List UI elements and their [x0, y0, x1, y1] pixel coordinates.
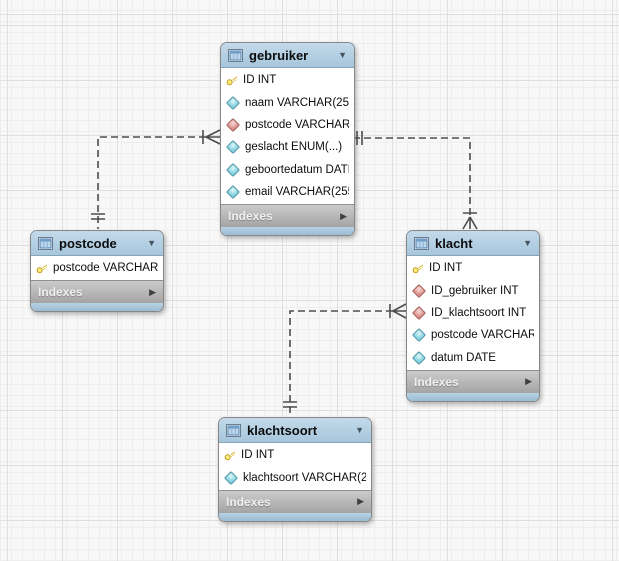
- column-label: ID INT: [243, 74, 277, 87]
- column-label: datum DATE: [431, 351, 496, 364]
- column-row[interactable]: ID_klachtsoort INT: [407, 302, 539, 324]
- fk-icon: [411, 283, 426, 298]
- collapse-arrow-icon[interactable]: ▼: [523, 237, 532, 248]
- key-icon: [410, 261, 425, 276]
- collapse-arrow-icon[interactable]: ▼: [147, 237, 156, 248]
- column-icon: [225, 95, 240, 110]
- crow-foot-many-icon: [202, 129, 221, 145]
- relationship-postcode-gebruiker[interactable]: [91, 129, 221, 229]
- key-icon: [224, 73, 239, 88]
- table-header[interactable]: gebruiker ▼: [221, 43, 354, 68]
- table-icon: [226, 423, 241, 437]
- cardinality-one-icon: [356, 131, 363, 145]
- expand-arrow-icon: ▶: [149, 286, 156, 297]
- column-row[interactable]: ID INT: [407, 257, 539, 279]
- column-row[interactable]: ID INT: [219, 444, 371, 466]
- table-bottom-strip: [221, 227, 354, 236]
- column-row[interactable]: postcode VARCHAR(1...: [407, 324, 539, 346]
- table-bottom-strip: [407, 392, 539, 401]
- indexes-footer[interactable]: Indexes ▶: [221, 204, 354, 228]
- column-label: ID INT: [429, 262, 463, 275]
- table-columns: ID INT naam VARCHAR(255) postcode VARCHA…: [221, 68, 354, 205]
- indexes-footer[interactable]: Indexes ▶: [219, 489, 371, 513]
- column-label: postcode VARCHAR(1...: [431, 329, 534, 342]
- key-icon: [222, 448, 237, 463]
- column-icon: [411, 350, 426, 365]
- cardinality-one-icon: [283, 401, 297, 408]
- table-bottom-strip: [31, 303, 163, 312]
- column-icon: [225, 162, 240, 177]
- column-row[interactable]: klachtsoort VARCHAR(25...: [219, 466, 371, 488]
- relationship-line[interactable]: [289, 310, 393, 416]
- indexes-label: Indexes: [38, 285, 83, 300]
- column-icon: [225, 185, 240, 200]
- column-row[interactable]: geboortedatum DATE: [221, 159, 354, 181]
- column-label: ID_klachtsoort INT: [431, 306, 527, 319]
- column-row[interactable]: email VARCHAR(255): [221, 181, 354, 203]
- column-label: ID INT: [241, 449, 275, 462]
- indexes-label: Indexes: [228, 209, 273, 224]
- table-gebruiker[interactable]: gebruiker ▼ ID INT naam VARCHAR(255) pos…: [220, 42, 355, 237]
- indexes-label: Indexes: [226, 494, 271, 509]
- crow-foot-many-icon: [462, 212, 478, 230]
- expand-arrow-icon: ▶: [340, 210, 347, 221]
- indexes-label: Indexes: [414, 374, 459, 389]
- column-row[interactable]: ID INT: [221, 69, 354, 91]
- table-columns: postcode VARCHAR(1...: [31, 256, 163, 281]
- column-row[interactable]: datum DATE: [407, 347, 539, 369]
- table-columns: ID INT ID_gebruiker INT ID_klachtsoort I…: [407, 256, 539, 370]
- table-title: klachtsoort: [247, 422, 318, 438]
- indexes-footer[interactable]: Indexes ▶: [407, 369, 539, 393]
- table-header[interactable]: postcode ▼: [31, 231, 163, 256]
- column-label: geslacht ENUM(...): [245, 141, 343, 154]
- column-label: email VARCHAR(255): [245, 186, 349, 199]
- column-icon: [223, 470, 238, 485]
- column-row[interactable]: postcode VARCHAR(1...: [221, 114, 354, 136]
- table-klacht[interactable]: klacht ▼ ID INT ID_gebruiker INT ID_klac…: [406, 230, 540, 402]
- relationship-klachtsoort-klacht[interactable]: [283, 303, 407, 416]
- fk-icon: [225, 117, 240, 133]
- table-title: postcode: [59, 235, 117, 251]
- column-label: geboortedatum DATE: [245, 163, 349, 176]
- collapse-arrow-icon[interactable]: ▼: [355, 424, 364, 435]
- collapse-arrow-icon[interactable]: ▼: [338, 49, 347, 60]
- column-row[interactable]: geslacht ENUM(...): [221, 136, 354, 158]
- column-label: ID_gebruiker INT: [431, 284, 519, 297]
- crow-foot-many-icon: [389, 303, 407, 319]
- table-header[interactable]: klacht ▼: [407, 231, 539, 256]
- relationship-gebruiker-klacht[interactable]: [353, 131, 478, 230]
- column-row[interactable]: ID_gebruiker INT: [407, 279, 539, 301]
- column-icon: [411, 328, 426, 343]
- table-bottom-strip: [219, 512, 371, 521]
- table-title: gebruiker: [249, 47, 309, 63]
- column-label: postcode VARCHAR(1...: [53, 262, 158, 275]
- column-row[interactable]: postcode VARCHAR(1...: [31, 257, 163, 279]
- column-label: postcode VARCHAR(1...: [245, 118, 349, 131]
- column-label: naam VARCHAR(255): [245, 96, 349, 109]
- column-row[interactable]: naam VARCHAR(255): [221, 91, 354, 113]
- column-icon: [225, 140, 240, 155]
- expand-arrow-icon: ▶: [357, 496, 364, 507]
- table-icon: [38, 236, 53, 250]
- expand-arrow-icon: ▶: [525, 376, 532, 387]
- fk-icon: [411, 305, 426, 321]
- table-title: klacht: [435, 235, 473, 251]
- table-header[interactable]: klachtsoort ▼: [219, 418, 371, 443]
- table-icon: [228, 48, 243, 62]
- key-icon: [34, 261, 49, 276]
- relationship-line[interactable]: [353, 137, 471, 216]
- table-klachtsoort[interactable]: klachtsoort ▼ ID INT klachtsoort VARCHAR…: [218, 417, 372, 522]
- table-postcode[interactable]: postcode ▼ postcode VARCHAR(1... Indexes…: [30, 230, 164, 313]
- table-columns: ID INT klachtsoort VARCHAR(25...: [219, 443, 371, 490]
- relationship-line[interactable]: [97, 136, 206, 229]
- table-icon: [414, 236, 429, 250]
- cardinality-one-icon: [91, 213, 105, 220]
- indexes-footer[interactable]: Indexes ▶: [31, 280, 163, 304]
- column-label: klachtsoort VARCHAR(25...: [243, 471, 366, 484]
